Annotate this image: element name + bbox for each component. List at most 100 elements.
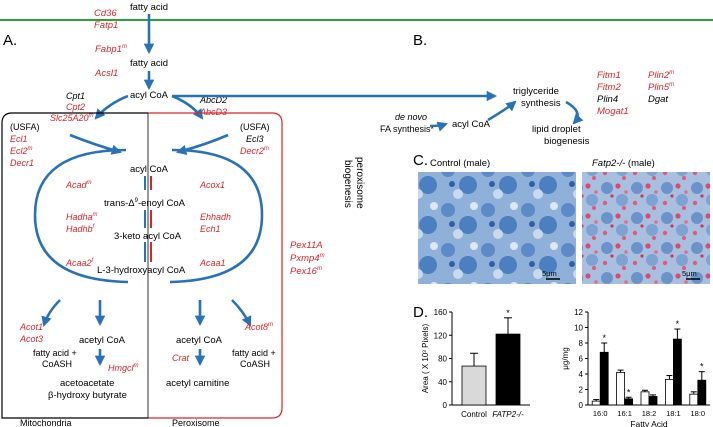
bar [673,338,682,406]
cycle-enoyl-coa: trans-Δ9-enoyl CoA [104,198,186,209]
arrow-mito-entry [69,133,123,155]
peroxisome-label: Peroxisome [172,418,220,427]
mito-acetyl-coa: acetyl CoA [79,335,126,346]
perox-loop-arc [169,148,264,284]
gene-acaa2: Acaa2f [65,258,95,268]
y-tick-label: 80 [438,355,447,364]
arrow-acot-mito [41,299,61,327]
gene-cpt1: Cpt1 [66,91,85,101]
significance-star: * [676,319,680,329]
gene-hadha: Hadham [66,212,98,222]
control-histology-image [418,172,576,284]
gene-hmgcl: Hmgclm [108,363,139,373]
perox-fa-coash-1: fatty acid + [232,348,276,358]
arrow-lipid-droplet [565,100,584,125]
x-category-label: 16:1 [617,409,632,418]
gene-acadm: Acadm [65,180,92,190]
gene-acaa1: Acaa1 [199,258,226,268]
mito-usfa: (USFA) [10,122,40,132]
gene-abcd2: AbcD2 [199,95,227,105]
fatp2-histology-image [582,172,710,284]
control-image-title: Control (male) [430,158,490,169]
gene-abcd3: AbcD3 [199,107,227,117]
cycle-keto-acyl-coa: 3-keto acyl CoA [114,231,182,242]
significance-star: * [506,308,510,318]
bar [616,372,625,406]
gene-cpt2: Cpt2 [66,102,85,112]
panel-label-b: B. [413,32,427,49]
bar [624,398,633,406]
arrow-perox-entry [175,133,229,155]
gene-hadhb: Hadhbf [66,224,96,234]
tg-synthesis-2: synthesis [521,98,561,109]
gene-ecl2: Ecl2m [10,146,33,156]
y-tick-label: 40 [438,378,447,387]
fatty-acid-mid: fatty acid [130,58,168,69]
gene-dgat: Dgat [648,94,668,105]
acyl-coa-top: acyl CoA [130,90,169,101]
gene-mogat1: Mogat1 [597,106,629,117]
significance-star: * [700,362,704,372]
gene-fabp1: Fabp1m [95,44,127,55]
y-tick-label: 8 [579,339,584,348]
ko-image-title: Fatp2-/- (male) [592,158,655,169]
transporter-cd36: Cd36 [94,8,117,19]
gene-acot1: Acot1 [19,322,43,332]
perox-biogenesis-label-1: peroxisome [354,157,365,209]
y-tick-label: 4 [579,370,584,379]
bar [591,400,601,406]
de-novo-2: FA synthesis* [380,124,435,134]
gene-fitm2: Fitm2 [597,82,621,93]
bar [599,351,609,406]
mitochondria-label: Mitochondria [20,418,72,427]
gene-acsl1: Acsl1 [94,68,118,79]
y-tick-label: 160 [434,308,448,317]
arrow-de-novo [429,121,448,132]
arrow-acot8 [231,299,252,327]
gene-acot3: Acot3 [19,334,43,344]
gene-plin5: Plin5m [648,82,674,93]
y-tick-label: 2 [579,386,584,395]
x-category-label: 18:0 [690,409,705,418]
bar [689,393,699,406]
gene-decr1: Decr1 [10,158,34,168]
fatty-acid-top: fatty acid [130,2,168,13]
bar [648,396,658,406]
lipid-droplet-1: lipid droplet [532,124,581,135]
y-tick-label: 6 [579,355,584,364]
mito-fa-coash-1: fatty acid + [33,348,77,358]
gene-pxmp4: Pxmp4m [290,253,325,264]
gene-ech1: Ech1 [200,224,221,234]
panel-label-d: D. [413,304,428,321]
gene-ecl1: Ecl1 [10,134,28,144]
bar [640,391,650,406]
mito-acetoacetate: acetoacetate [60,378,114,389]
x-category-label: Control [461,410,487,419]
scale-label-ko: 5μm [682,269,697,278]
b-acyl-coa: acyl CoA [452,119,491,130]
gene-ehhadh: Ehhadh [200,212,231,222]
gene-acox1: Acox1 [199,180,225,190]
bar [697,379,707,406]
gene-plin4: Plin4 [597,94,618,105]
gene-decr2: Decr2m [240,146,269,156]
gene-pex11a: Pex11A [290,240,323,251]
transporter-fatp1: Fatp1 [94,20,118,31]
x-category-label: 18:2 [642,409,657,418]
mitochondria-box [1,112,148,419]
bar [495,333,521,406]
perox-fa-coash-2: CoASH [240,359,270,369]
gene-ecl3: Ecl3 [246,134,264,144]
gene-crat: Crat [172,353,190,363]
mito-loop-arc [33,148,129,284]
arrow-mito-import [94,94,129,120]
peroxisome-box [148,112,283,419]
cycle-hydroxyacyl-coa: L-3-hydroxyacyl CoA [97,265,186,276]
bar [665,379,674,406]
panel-label-a: A. [3,32,17,49]
x-category-label: 18:1 [666,409,681,418]
mito-fa-coash-2: CoASH [42,359,72,369]
y-tick-label: 0 [579,401,584,410]
